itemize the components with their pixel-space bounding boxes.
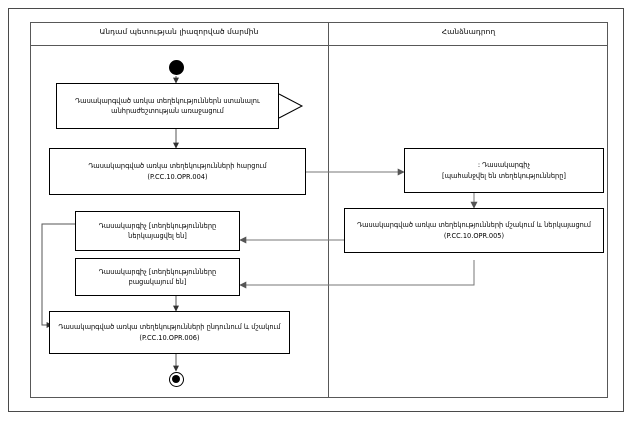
activity-node-need[interactable]: Դասակարգված առկա տեղեկություններն ստանալ… <box>56 83 279 129</box>
activity-node-receive[interactable]: Դասակարգված առկա տեղեկությունների ընդուն… <box>49 311 290 354</box>
swimlane-header-rule <box>30 45 608 46</box>
swimlane-title-right: Հանձնադրող <box>441 27 496 36</box>
state-presented-line1: Դասակարգիչ [տեղեկությունները <box>98 221 217 230</box>
initial-node <box>169 60 184 75</box>
swimlane-divider <box>328 22 329 398</box>
state-node-requested[interactable]: : Դասակարգիչ [պահանջվել են տեղեկությունն… <box>404 148 604 193</box>
diagram-outer-frame <box>8 8 624 412</box>
activity-node-request[interactable]: Դասակարգված առկա տեղեկությունների հարցու… <box>49 148 306 195</box>
state-node-presented[interactable]: Դասակարգիչ [տեղեկությունները ներկայացվել… <box>75 211 240 251</box>
activity-process-code: (P.CC.10.OPR.005) <box>443 231 505 240</box>
state-absent-line1: Դասակարգիչ [տեղեկությունները <box>98 267 217 276</box>
activity-request-line1: Դասակարգված առկա տեղեկությունների հարցու… <box>88 162 267 171</box>
state-node-absent[interactable]: Դասակարգիչ [տեղեկությունները բացակայում … <box>75 258 240 296</box>
activity-process-line1: Դասակարգված առկա տեղեկությունների մշակու… <box>357 221 591 230</box>
state-absent-line2: բացակայում են] <box>128 278 187 286</box>
activity-receive-code: (P.CC.10.OPR.006) <box>139 333 200 342</box>
state-requested-line2: [պահանջվել են տեղեկությունները] <box>442 171 566 180</box>
swimlane-container <box>30 22 608 398</box>
send-signal-icon <box>278 93 304 119</box>
activity-node-process[interactable]: Դասակարգված առկա տեղեկությունների մշակու… <box>344 208 604 253</box>
final-node <box>169 372 184 387</box>
activity-receive-line1: Դասակարգված առկա տեղեկությունների ընդուն… <box>58 323 281 332</box>
activity-need-line2: անհրաժեշտության առաջացում <box>111 107 224 115</box>
activity-need-line1: Դասակարգված առկա տեղեկություններն ստանալ… <box>75 96 260 105</box>
state-requested-line1: : Դասակարգիչ <box>477 161 531 170</box>
activity-request-code: (P.CC.10.OPR.004) <box>147 172 208 181</box>
state-presented-line2: ներկայացվել են] <box>128 232 187 240</box>
swimlane-title-left: Անդամ պետության լիազորված մարմին <box>99 27 259 36</box>
